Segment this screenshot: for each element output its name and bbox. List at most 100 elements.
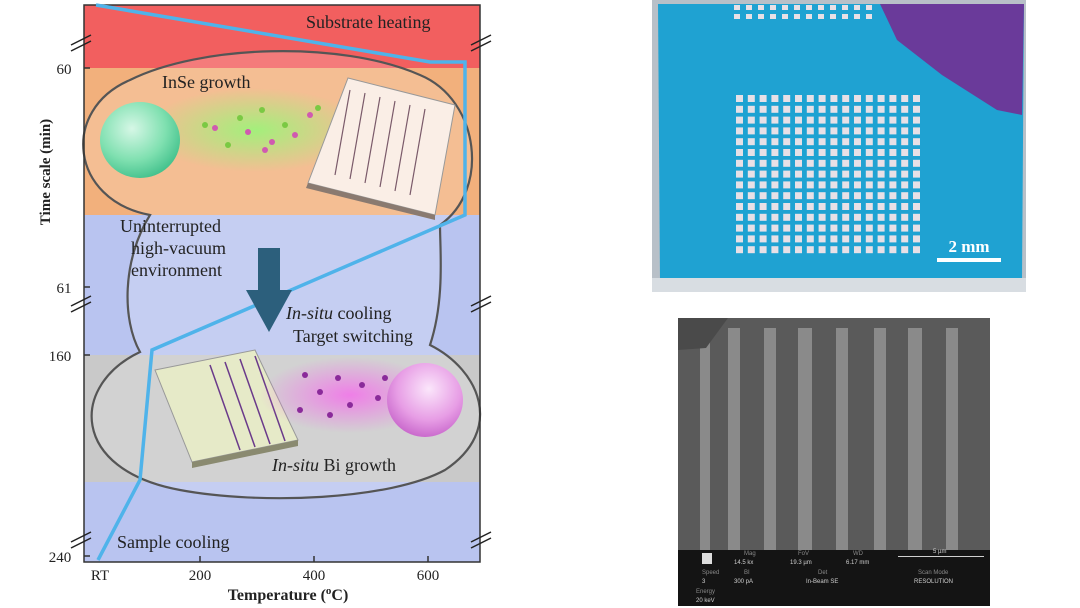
y-tick-60: 60	[57, 62, 72, 78]
contact-pad	[734, 14, 740, 19]
contact-pad	[736, 138, 743, 146]
contact-pad	[783, 213, 791, 221]
contact-pad	[901, 105, 909, 113]
contact-pad	[795, 192, 802, 200]
contact-pad	[842, 246, 850, 254]
contact-pad	[913, 116, 920, 124]
contact-pad	[747, 105, 755, 113]
contact-pad	[783, 138, 791, 146]
contact-pad	[854, 5, 860, 10]
contact-pad	[771, 224, 779, 232]
contact-pad	[818, 127, 826, 135]
contact-pad	[889, 138, 897, 146]
contact-pad	[771, 95, 779, 102]
contact-pad	[771, 116, 779, 124]
contact-pad	[913, 181, 920, 189]
contact-pad	[736, 116, 743, 124]
inse-particles	[202, 105, 321, 153]
contact-pad	[806, 105, 814, 113]
contact-pad	[865, 116, 873, 124]
contact-pad	[913, 127, 920, 135]
contact-pad	[818, 159, 826, 167]
contact-pad	[736, 203, 743, 210]
label-insitu-cooling: In-situ cooling	[285, 303, 392, 323]
contact-pad	[771, 181, 779, 189]
contact-pad	[783, 192, 791, 200]
contact-pad	[795, 235, 802, 243]
contact-pad	[747, 181, 755, 189]
contact-pad	[830, 235, 838, 243]
contact-pad	[830, 170, 838, 178]
contact-pad	[854, 192, 861, 200]
contact-pad	[783, 159, 791, 167]
sem-bi-value: 300 pA	[734, 579, 754, 585]
contact-pad	[889, 116, 897, 124]
contact-pad	[806, 246, 814, 254]
contact-pad	[783, 246, 791, 254]
contact-pad	[842, 116, 850, 124]
contact-pad	[913, 170, 920, 178]
contact-pad	[746, 5, 752, 10]
contact-pad	[854, 246, 861, 254]
electrode-stripe	[798, 328, 812, 550]
contact-pad	[818, 235, 826, 243]
sem-wd-value: 6.17 mm	[846, 560, 870, 566]
contact-pad	[913, 203, 920, 210]
contact-pad	[901, 213, 909, 221]
contact-pad	[736, 181, 743, 189]
contact-pad	[913, 95, 920, 102]
contact-pad	[806, 203, 814, 210]
contact-pad	[901, 116, 909, 124]
contact-pad	[877, 181, 885, 189]
contact-pad	[913, 149, 920, 156]
contact-pad	[818, 246, 826, 254]
contact-pad	[901, 203, 909, 210]
contact-pad	[818, 14, 824, 19]
contact-pad	[889, 127, 897, 135]
contact-pad	[842, 235, 850, 243]
contact-pad	[736, 213, 743, 221]
contact-pad	[795, 203, 802, 210]
sem-det-value: In-Beam SE	[806, 579, 839, 585]
contact-pad	[771, 213, 779, 221]
contact-pad	[901, 127, 909, 135]
contact-pad	[782, 5, 788, 10]
sem-wd-label: WD	[853, 551, 863, 557]
contact-pad	[877, 127, 885, 135]
electrode-stripe	[700, 328, 710, 550]
contact-pad	[736, 149, 743, 156]
contact-pad	[747, 213, 755, 221]
contact-pad	[747, 203, 755, 210]
x-tick-600: 600	[417, 568, 440, 584]
sem-electrode-stripes	[700, 328, 958, 550]
band-sample-cooling	[84, 482, 480, 562]
contact-pad	[877, 149, 885, 156]
contact-pad	[842, 95, 850, 102]
growth-process-diagram: 60 61 160 240 RT 200 400 600 Time scale …	[38, 3, 492, 604]
contact-pad	[889, 105, 897, 113]
contact-pad	[747, 149, 755, 156]
contact-pad	[877, 213, 885, 221]
label-sample-cooling: Sample cooling	[117, 532, 229, 552]
contact-pad	[783, 116, 791, 124]
contact-pad	[818, 203, 826, 210]
contact-pad	[736, 235, 743, 243]
contact-pad	[854, 203, 861, 210]
device-array-photo: 2 mm	[652, 0, 1026, 292]
contact-pad	[901, 246, 909, 254]
contact-pad	[877, 224, 885, 232]
contact-pad	[877, 95, 885, 102]
inse-plume	[145, 88, 365, 172]
contact-pad	[783, 149, 791, 156]
label-vacuum-3: environment	[131, 260, 222, 280]
contact-pad	[759, 138, 767, 146]
label-insitu-bi-growth: In-situ Bi growth	[271, 455, 396, 475]
contact-pad	[889, 246, 897, 254]
contact-pad	[747, 192, 755, 200]
contact-pad	[830, 159, 838, 167]
contact-pad	[736, 192, 743, 200]
contact-pad	[758, 5, 764, 10]
sem-corner-pad	[678, 318, 728, 350]
contact-pad	[865, 127, 873, 135]
electrode-stripe	[946, 328, 958, 550]
